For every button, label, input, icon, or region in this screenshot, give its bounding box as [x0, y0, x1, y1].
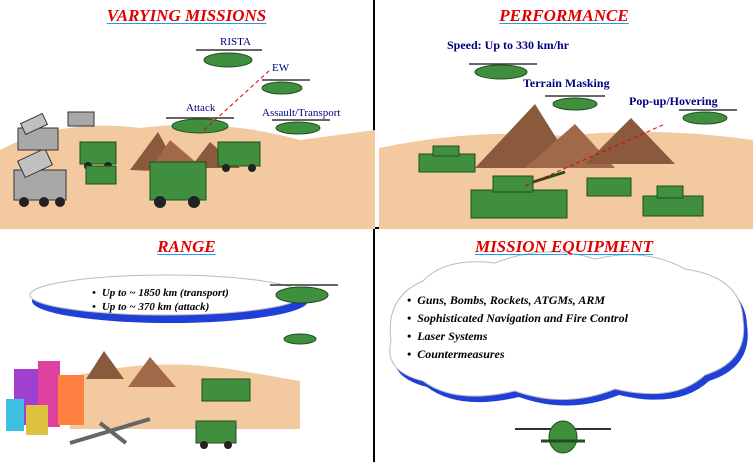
mountain-icon [86, 351, 124, 379]
label-rista: RISTA [220, 36, 251, 48]
label-assault-transport: Assault/Transport [262, 107, 341, 119]
tank-icon [470, 170, 568, 219]
label-terrain-masking: Terrain Masking [523, 76, 610, 90]
helicopter-icon [545, 95, 605, 111]
truck-icon [149, 161, 207, 208]
helicopter-icon [166, 117, 234, 134]
panel-title: MISSION EQUIPMENT [474, 237, 654, 256]
mountain-icon [128, 357, 176, 387]
missile-launcher-icon [13, 147, 67, 207]
panel-title: RANGE [157, 237, 216, 256]
helicopter-icon [270, 284, 338, 304]
airstrip-icon [69, 417, 151, 445]
panel-title: PERFORMANCE [499, 6, 629, 25]
missile-launcher-icon [67, 111, 95, 127]
tank-icon [642, 185, 704, 217]
mountain-icon [585, 118, 675, 164]
label-popup-hovering: Pop-up/Hovering [629, 94, 718, 108]
range-list: Up to ~ 1850 km (transport) Up to ~ 370 … [92, 286, 229, 314]
range-scene [6, 274, 338, 449]
panel-range: RANGE Up to ~ 1850 km (transport) Up to … [0, 229, 375, 462]
panel-varying-missions: VARYING MISSIONS RISTA EW Attack Assault… [0, 0, 375, 229]
performance-scene [379, 63, 753, 229]
building-icon [6, 361, 84, 435]
label-ew: EW [272, 62, 290, 74]
truck-icon [85, 165, 117, 185]
tank-icon [586, 177, 632, 197]
fire-line [524, 123, 666, 187]
helicopter-icon [515, 420, 611, 454]
equipment-list: Guns, Bombs, Rockets, ATGMs, ARM Sophist… [407, 291, 628, 363]
list-item: Countermeasures [407, 345, 628, 363]
missile-launcher-icon [17, 112, 59, 151]
truck-icon [201, 378, 251, 402]
helicopter-icon [261, 79, 310, 95]
truck-icon [195, 420, 237, 449]
missions-scene [0, 49, 375, 229]
truck-icon [217, 141, 261, 172]
helicopter-icon [272, 119, 330, 135]
helicopter-icon [469, 63, 537, 80]
list-item: Guns, Bombs, Rockets, ATGMs, ARM [407, 291, 628, 309]
helicopter-icon [196, 49, 262, 68]
panel-title: VARYING MISSIONS [106, 6, 267, 25]
tank-icon [418, 145, 476, 173]
label-attack: Attack [186, 102, 216, 114]
list-item: Up to ~ 370 km (attack) [92, 300, 229, 314]
panel-mission-equipment: MISSION EQUIPMENT Guns, Bombs, Rockets, … [375, 229, 753, 462]
list-item: Laser Systems [407, 327, 628, 345]
flight-path [203, 69, 271, 131]
helicopter-icon [283, 333, 317, 345]
list-item: Up to ~ 1850 km (transport) [92, 286, 229, 300]
label-speed: Speed: Up to 330 km/hr [447, 38, 570, 52]
panel-performance: PERFORMANCE Speed: Up to 330 km/hr Terra… [375, 0, 753, 229]
helicopter-icon [679, 109, 737, 125]
list-item: Sophisticated Navigation and Fire Contro… [407, 309, 628, 327]
